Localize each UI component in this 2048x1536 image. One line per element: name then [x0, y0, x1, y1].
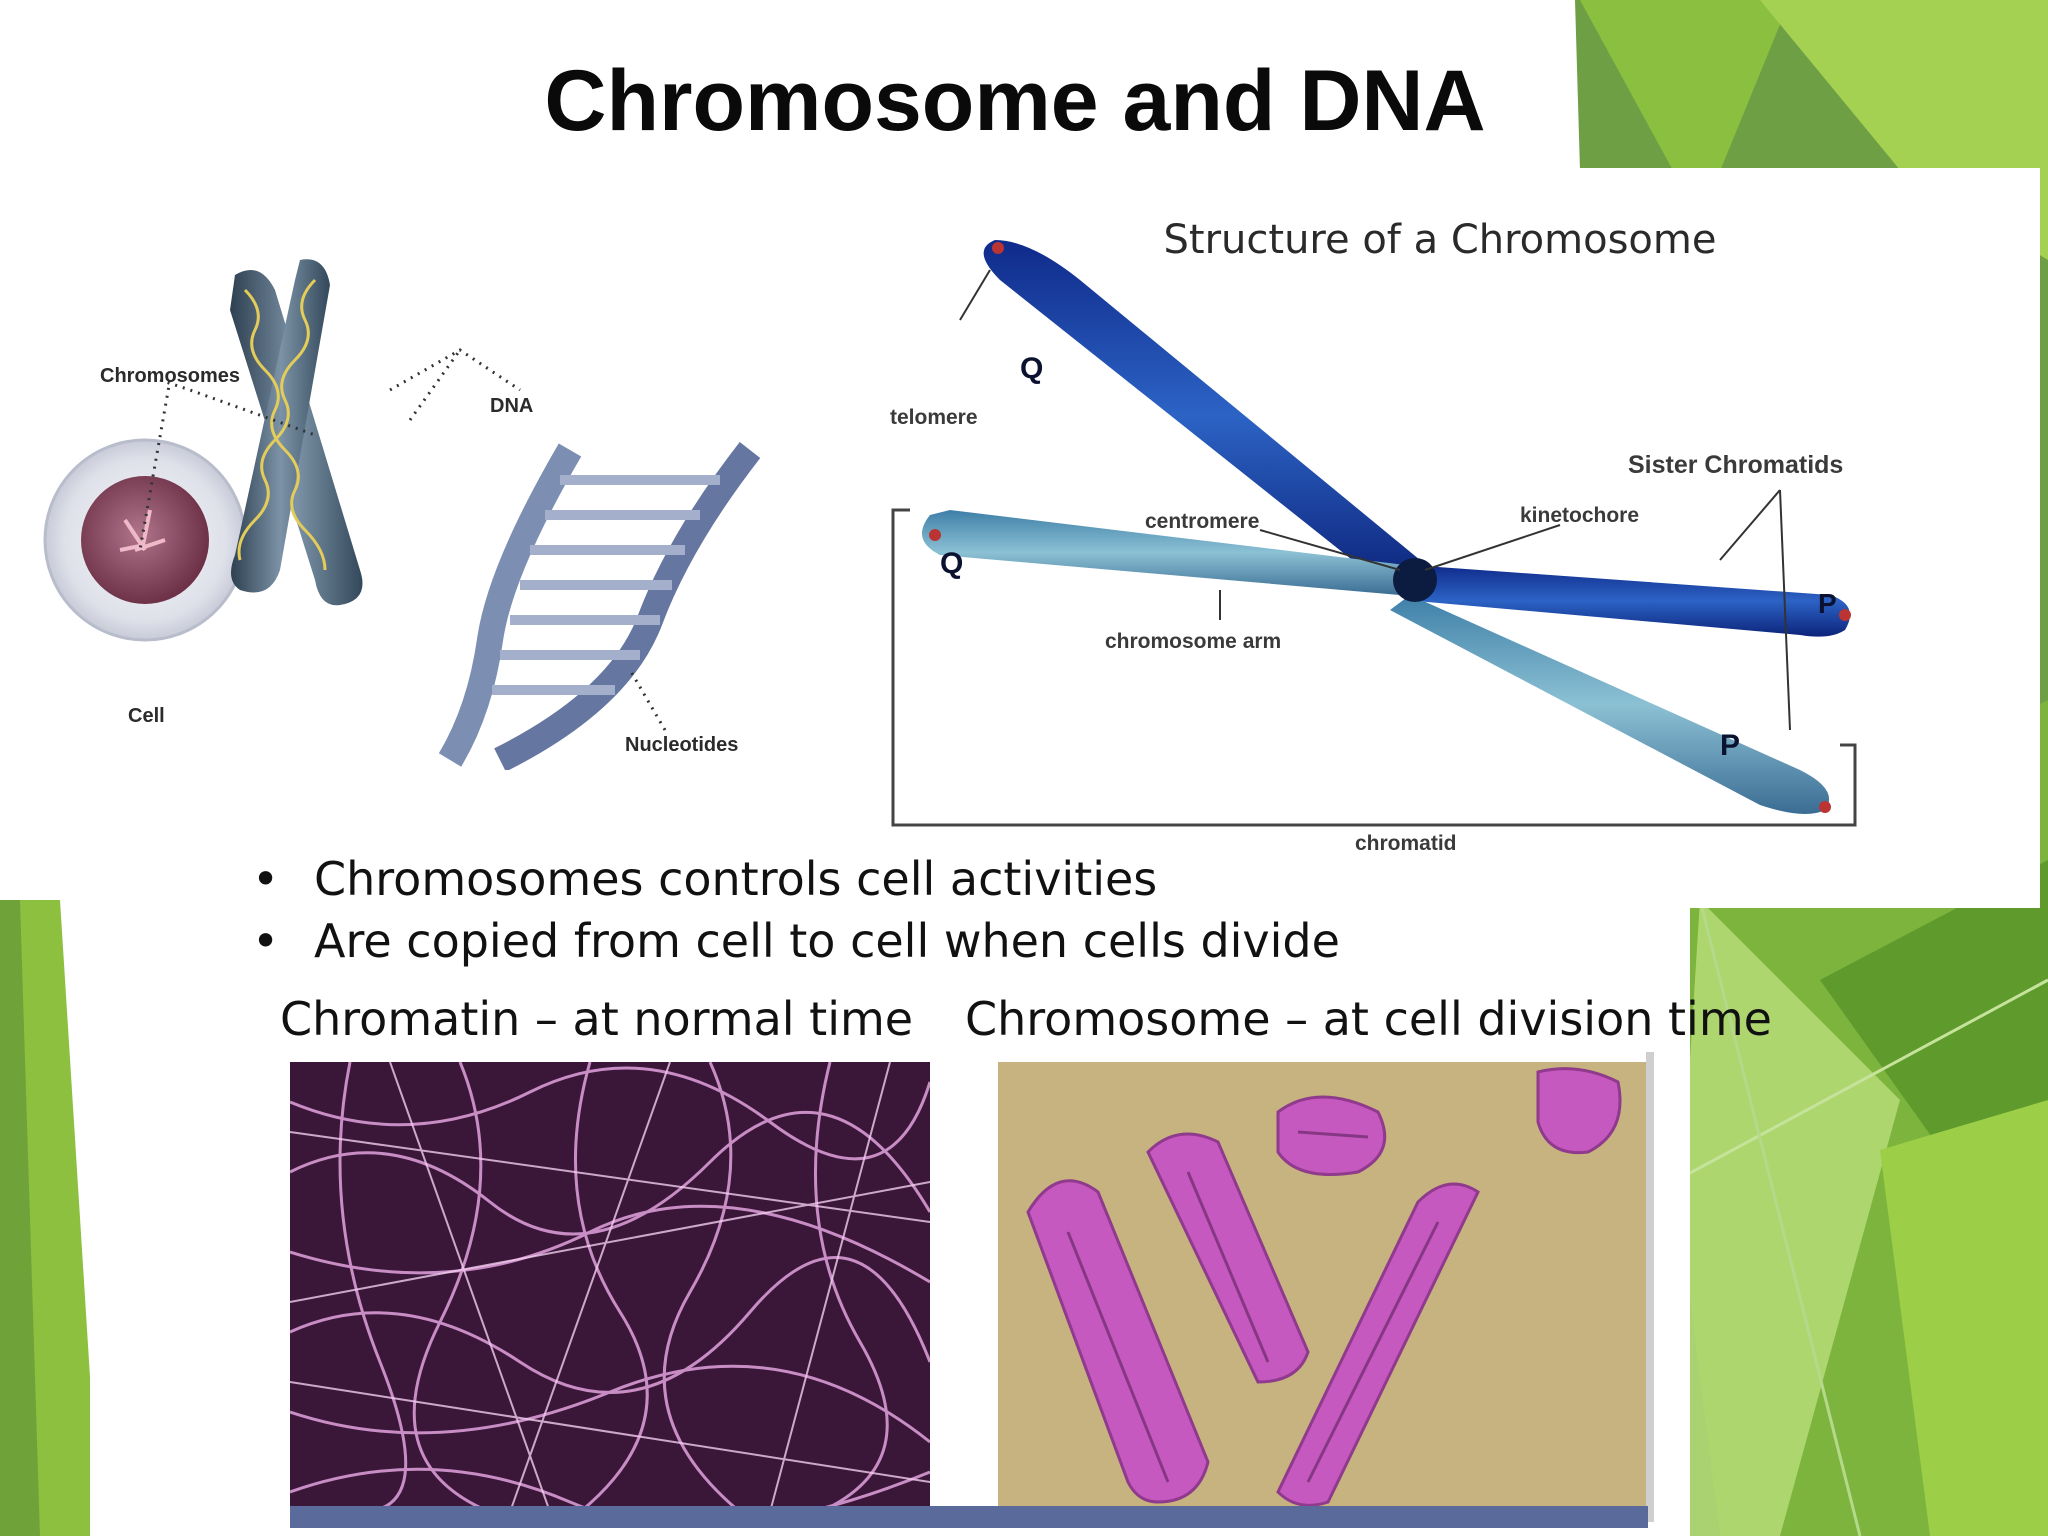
right-arm-shape: [1405, 565, 1850, 637]
label-p-lower: P: [1720, 729, 1740, 762]
label-kinetochore: kinetochore: [1520, 504, 1639, 527]
left-arm-shape: [922, 510, 1405, 595]
label-p-right: P: [1818, 588, 1837, 619]
pointer-telomere: [959, 269, 991, 321]
label-q-lower: Q: [940, 547, 963, 580]
chromatin-micrograph: [290, 1062, 930, 1512]
chromosome-blob: [1536, 1067, 1622, 1155]
label-sister-chromatids: Sister Chromatids: [1628, 451, 1843, 479]
pointer-kinetochore: [1424, 524, 1561, 571]
bullet-item: Are copied from cell to cell when cells …: [248, 910, 1340, 972]
upper-left-arm-shape: [983, 240, 1420, 590]
chromatid-bracket: [891, 508, 1857, 827]
pointer-dna: [389, 348, 521, 392]
lower-right-arm-shape: [1390, 595, 1830, 814]
centromere-shape: [1393, 558, 1437, 602]
caption-chromosome: Chromosome – at cell division time: [965, 992, 1772, 1046]
pointer-chromosomes: [159, 378, 316, 437]
cell-dna-figure: Chromosomes DNA Cell Nucleotides: [43, 259, 770, 770]
label-dna: DNA: [490, 395, 533, 417]
diagram-title: Structure of a Chromosome: [1164, 217, 1717, 263]
label-nucleotides: Nucleotides: [625, 734, 738, 756]
label-telomere: telomere: [890, 406, 978, 429]
caption-chromatin: Chromatin – at normal time: [280, 992, 914, 1046]
label-chromatid: chromatid: [1355, 832, 1457, 855]
label-chromosomes: Chromosomes: [100, 365, 240, 387]
label-q-upper: Q: [1020, 352, 1043, 385]
label-cell: Cell: [128, 705, 165, 727]
label-chromosome-arm: chromosome arm: [1105, 630, 1281, 653]
micrograph-border: [1646, 1052, 1654, 1522]
label-centromere: centromere: [1145, 510, 1259, 533]
chromosome-blob: [1026, 1179, 1210, 1504]
pointer-centromere: [1259, 529, 1401, 571]
chromosome-micrograph: [998, 1062, 1648, 1512]
chromosome-blob: [1146, 1132, 1310, 1384]
pointer-nucleotides: [628, 669, 667, 731]
bottom-bar: [290, 1506, 1648, 1528]
bullet-item: Chromosomes controls cell activities: [248, 848, 1340, 910]
bullet-list: Chromosomes controls cell activities Are…: [248, 848, 1340, 972]
chromosome-x-shape: [230, 259, 363, 606]
dna-helix-shape: [438, 442, 770, 770]
chromosome-structure-diagram: Structure of a Chromosome telomere Siste…: [890, 217, 1857, 855]
slide-title: Chromosome and DNA: [544, 53, 1486, 149]
pointer-sister-chromatids: [1719, 489, 1791, 731]
